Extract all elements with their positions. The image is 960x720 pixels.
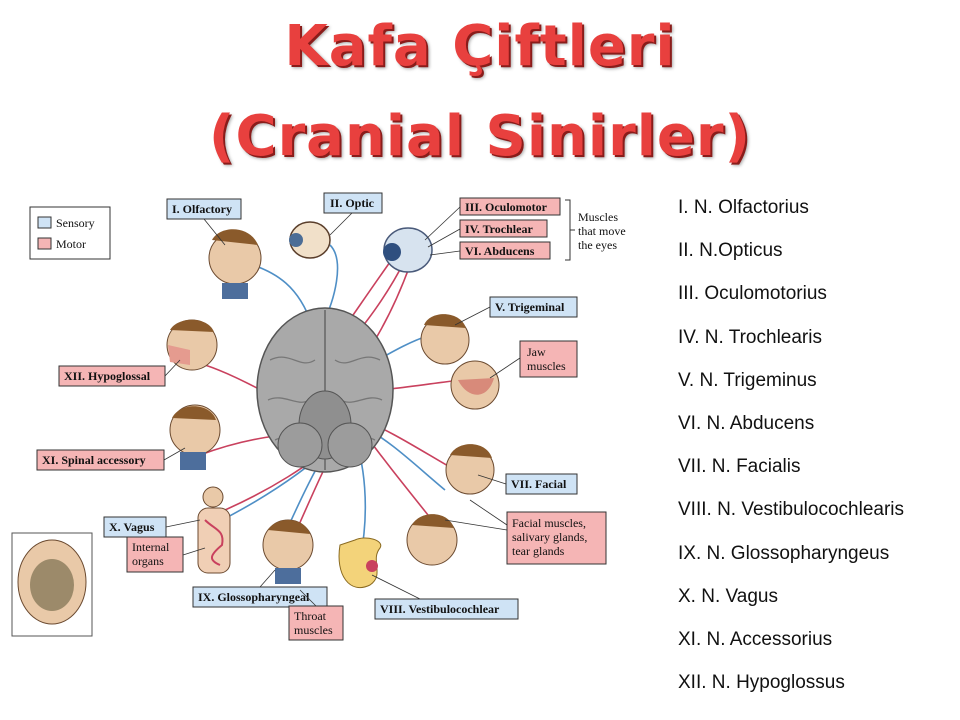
nerve-list: I. N. Olfactorius II. N.Opticus III. Ocu… (678, 196, 904, 714)
brain-illustration (256, 307, 394, 473)
label-spinal-accessory: XI. Spinal accessory (36, 449, 165, 471)
eye-illustration (289, 221, 433, 273)
legend-motor-label: Motor (56, 237, 86, 251)
eye-muscles-bracket (565, 199, 575, 261)
legend-motor-swatch (37, 237, 52, 250)
head-jaw (450, 360, 500, 410)
label-internal-organs: Internal organs (126, 536, 184, 573)
nerve-list-item: VII. N. Facialis (678, 456, 801, 478)
head-hypoglossal (166, 319, 218, 371)
nerve-list-item: XII. N. Hypoglossus (678, 672, 845, 694)
label-glossopharyngeal: IX. Glossopharyngeal (192, 586, 328, 608)
ear-illustration (338, 537, 382, 588)
label-oculomotor: III. Oculomotor (459, 197, 561, 216)
label-eye-muscles: Muscles that move the eyes (578, 210, 626, 252)
svg-text:I. Olfactory: I. Olfactory (172, 202, 232, 216)
nerve-list-item: XI. N. Accessorius (678, 628, 833, 650)
label-facial: VII. Facial (505, 473, 578, 495)
nerve-list-item: VIII. N. Vestibulocochlearis (678, 499, 904, 521)
svg-text:VIII. Vestibulocochlear: VIII. Vestibulocochlear (380, 602, 500, 616)
svg-text:II. Optic: II. Optic (330, 196, 375, 210)
head-facial (445, 444, 495, 495)
svg-text:XI. Spinal accessory: XI. Spinal accessory (42, 453, 146, 467)
legend-sensory-label: Sensory (56, 216, 95, 230)
title-line-1: Kafa Çiftleri (284, 14, 676, 79)
svg-text:VI. Abducens: VI. Abducens (465, 244, 535, 258)
head-accessory (169, 404, 221, 470)
label-vagus: X. Vagus (103, 516, 167, 538)
svg-text:organs: organs (132, 554, 164, 568)
title-line-2: (Cranial Sinirler) (208, 104, 752, 169)
label-trochlear: IV. Trochlear (459, 219, 548, 238)
head-glossopharyngeal (262, 519, 314, 584)
svg-text:XII. Hypoglossal: XII. Hypoglossal (64, 369, 151, 383)
svg-text:VII. Facial: VII. Facial (511, 477, 567, 491)
label-facial-targets: Facial muscles, salivary glands, tear gl… (506, 511, 607, 565)
svg-text:Internal: Internal (132, 540, 170, 554)
svg-text:salivary glands,: salivary glands, (512, 530, 587, 544)
svg-text:muscles: muscles (527, 359, 566, 373)
torso-vagus (197, 486, 231, 574)
svg-text:the eyes: the eyes (578, 238, 617, 252)
label-jaw-muscles: Jaw muscles (519, 340, 578, 378)
nerve-list-item: III. Oculomotorius (678, 283, 827, 305)
nerve-list-item: VI. N. Abducens (678, 412, 815, 434)
nerve-list-item: I. N. Olfactorius (678, 197, 809, 218)
svg-text:IX. Glossopharyngeal: IX. Glossopharyngeal (198, 590, 310, 604)
nerve-list-item: X. N. Vagus (678, 585, 778, 607)
svg-text:IV. Trochlear: IV. Trochlear (465, 222, 533, 236)
svg-text:Throat: Throat (294, 609, 327, 623)
label-olfactory: I. Olfactory (166, 198, 242, 220)
legend-sensory-swatch (37, 216, 52, 229)
label-hypoglossal: XII. Hypoglossal (58, 365, 166, 387)
label-throat-muscles: Throat muscles (288, 605, 344, 641)
svg-text:tear glands: tear glands (512, 544, 565, 558)
label-trigeminal: V. Trigeminal (489, 296, 578, 318)
svg-text:Facial muscles,: Facial muscles, (512, 516, 586, 530)
label-abducens: VI. Abducens (459, 241, 551, 260)
svg-text:X. Vagus: X. Vagus (109, 520, 155, 534)
svg-text:that move: that move (578, 224, 626, 238)
svg-text:Jaw: Jaw (527, 345, 546, 359)
legend: Sensory Motor (29, 206, 111, 260)
nerve-list-item: V. N. Trigeminus (678, 369, 817, 391)
svg-text:muscles: muscles (294, 623, 333, 637)
svg-text:Muscles: Muscles (578, 210, 618, 224)
label-optic: II. Optic (323, 192, 383, 214)
label-vestibulocochlear: VIII. Vestibulocochlear (374, 598, 519, 620)
skull-thumbnail (11, 532, 93, 637)
svg-text:III. Oculomotor: III. Oculomotor (465, 200, 548, 214)
cranial-nerves-diagram: Sensory Motor I. Olfactory II. Optic III… (11, 192, 626, 641)
head-facial-muscles (406, 514, 458, 566)
head-olfactory (208, 229, 262, 299)
leader-lines (163, 206, 521, 607)
svg-text:V. Trigeminal: V. Trigeminal (495, 300, 565, 314)
nerve-list-item: IV. N. Trochlearis (678, 326, 822, 348)
nerve-list-item: II. N.Opticus (678, 240, 783, 262)
nerve-list-item: IX. N. Glossopharyngeus (678, 542, 890, 564)
